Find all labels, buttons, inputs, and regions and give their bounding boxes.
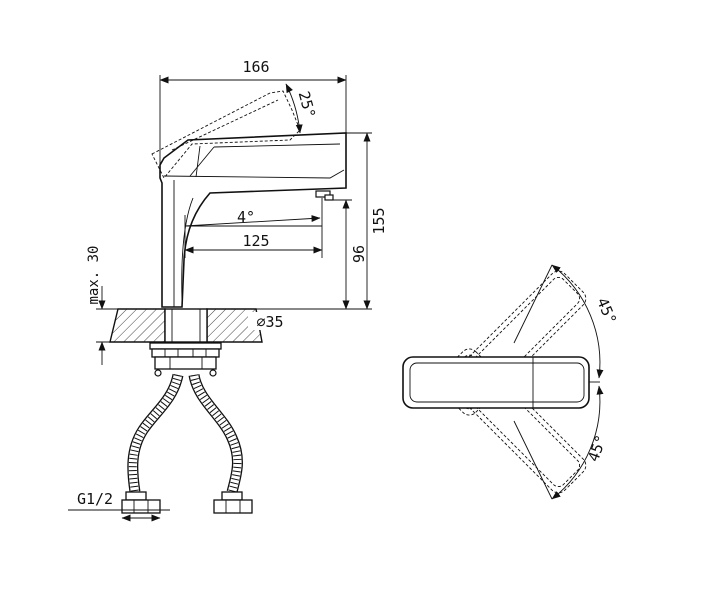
dim-total-height: 155: [262, 132, 388, 310]
dim-spout-height: 96: [330, 199, 368, 310]
flexible-hoses: [127, 373, 243, 494]
dim-g12-label: G1/2: [77, 490, 113, 508]
side-view: 166 25° 4° 125 96 155: [68, 58, 388, 522]
dim-thread: G1/2: [68, 490, 170, 522]
dim-overall-length: 166: [159, 58, 347, 178]
dim-45-lower-label: 45°: [584, 432, 610, 464]
dim-155-label: 155: [370, 207, 388, 234]
dim-35-label: ⌀35: [256, 313, 283, 331]
dim-125-label: 125: [242, 232, 269, 250]
dim-4-label: 4°: [237, 208, 255, 226]
dim-25-label: 25°: [295, 89, 319, 120]
dim-hole-diameter: ⌀35: [248, 312, 292, 331]
lever-top-outline: [402, 356, 590, 409]
dim-max-deck: max. 30: [86, 245, 106, 365]
dim-166-label: 166: [242, 58, 269, 76]
dim-max30-label: max. 30: [86, 245, 102, 304]
dim-45-upper-label: 45°: [593, 295, 620, 327]
top-view: 45° 45°: [402, 264, 620, 500]
faucet-body: [159, 132, 347, 308]
dim-spout-reach: 4° 125: [184, 198, 323, 258]
dim-96-label: 96: [350, 245, 368, 263]
lever-raised-outline: [151, 90, 301, 179]
mounting-shank: [149, 308, 222, 377]
